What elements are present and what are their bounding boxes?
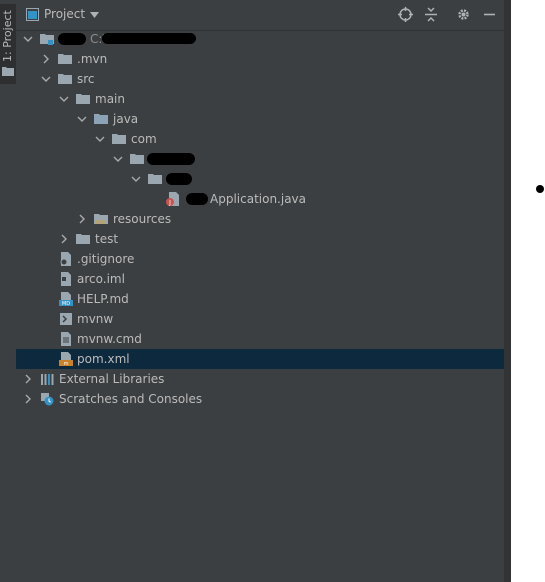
redacted-text xyxy=(166,173,192,185)
text-file-icon xyxy=(61,332,71,346)
project-view-icon xyxy=(26,8,39,21)
tree-node-mvnw[interactable]: mvnw xyxy=(16,309,504,329)
tree-node-external-libraries[interactable]: External Libraries xyxy=(16,369,504,389)
chevron-down-icon[interactable] xyxy=(76,113,88,125)
folder-icon xyxy=(2,67,14,76)
tree-label: .gitignore xyxy=(77,252,135,266)
chevron-right-icon[interactable] xyxy=(76,213,88,225)
chevron-right-icon[interactable] xyxy=(58,233,70,245)
tree-label: resources xyxy=(113,212,172,226)
tree-node-root[interactable]: C:₩...₩...₩...₩... xyxy=(16,29,504,49)
package-icon xyxy=(148,174,162,184)
tree-node-main[interactable]: main xyxy=(16,89,504,109)
svg-text:J: J xyxy=(168,200,171,207)
tree-label: java xyxy=(113,112,139,126)
resources-folder-icon xyxy=(94,214,108,224)
package-icon xyxy=(130,154,144,164)
project-tool-tab[interactable]: 1: Project xyxy=(0,4,16,84)
tree-node-help-md[interactable]: MD HELP.md xyxy=(16,289,504,309)
tree-node-package-redacted[interactable] xyxy=(16,149,504,169)
redacted-text xyxy=(102,33,196,44)
tree-label: com xyxy=(131,132,157,146)
gear-icon[interactable] xyxy=(456,7,471,22)
locate-icon[interactable] xyxy=(398,7,413,22)
project-tree: C:₩...₩...₩...₩... .mvn src main java xyxy=(16,29,504,409)
tree-label: .mvn xyxy=(77,52,108,66)
redacted-text xyxy=(186,193,208,205)
chevron-down-icon[interactable] xyxy=(22,33,34,45)
bullet-dot xyxy=(536,185,544,193)
chevron-down-icon[interactable] xyxy=(112,153,124,165)
folder-icon xyxy=(76,94,90,104)
tree-node-src[interactable]: src xyxy=(16,69,504,89)
folder-icon xyxy=(58,74,72,84)
package-icon xyxy=(112,134,126,144)
chevron-right-icon[interactable] xyxy=(22,393,34,405)
chevron-down-icon[interactable] xyxy=(40,73,52,85)
chevron-down-icon[interactable] xyxy=(94,133,106,145)
folder-icon xyxy=(58,54,72,64)
tree-node-scratches[interactable]: Scratches and Consoles xyxy=(16,389,504,409)
tree-node-iml[interactable]: arco.iml xyxy=(16,269,504,289)
tree-label: main xyxy=(95,92,125,106)
tree-label: Scratches and Consoles xyxy=(59,392,203,406)
folder-icon xyxy=(76,234,90,244)
tree-label: arco.iml xyxy=(77,272,125,286)
chevron-right-icon[interactable] xyxy=(40,53,52,65)
tree-node-pom-xml[interactable]: m pom.xml xyxy=(16,349,504,369)
tree-label: test xyxy=(95,232,119,246)
tree-node-subpackage-redacted[interactable] xyxy=(16,169,504,189)
tree-label: src xyxy=(77,72,95,86)
tree-label: mvnw.cmd xyxy=(77,332,142,346)
java-class-icon: J xyxy=(166,192,179,207)
tree-node-application-java[interactable]: J Application.java xyxy=(16,189,504,209)
gitignore-file-icon xyxy=(60,252,71,266)
redacted-text xyxy=(147,153,195,165)
scratches-icon xyxy=(41,393,54,406)
tree-label: External Libraries xyxy=(59,372,165,386)
chevron-down-icon[interactable] xyxy=(130,173,142,185)
vertical-scrollbar[interactable] xyxy=(504,0,511,582)
project-panel: Project C:₩...₩...₩...₩... .mvn src xyxy=(16,0,504,582)
svg-text:MD: MD xyxy=(62,301,70,306)
source-folder-icon xyxy=(94,114,108,124)
chevron-right-icon[interactable] xyxy=(22,373,34,385)
markdown-file-icon: MD xyxy=(59,292,73,306)
tree-label: HELP.md xyxy=(77,292,129,306)
minimize-icon[interactable] xyxy=(483,7,496,22)
shell-script-icon xyxy=(60,313,72,325)
maven-file-icon: m xyxy=(59,352,73,366)
project-tab-label: 1: Project xyxy=(1,10,14,62)
iml-file-icon xyxy=(61,272,71,286)
chevron-down-icon[interactable] xyxy=(58,93,70,105)
tree-node-test[interactable]: test xyxy=(16,229,504,249)
svg-text:m: m xyxy=(64,361,69,366)
tree-node-resources[interactable]: resources xyxy=(16,209,504,229)
tree-label: Application.java xyxy=(210,192,307,206)
tree-label: mvnw xyxy=(77,312,114,326)
tool-window-stripe: 1: Project xyxy=(0,0,17,582)
collapse-all-icon[interactable] xyxy=(424,7,438,22)
redacted-text xyxy=(58,33,86,45)
tree-label: pom.xml xyxy=(77,352,130,366)
tree-node-java[interactable]: java xyxy=(16,109,504,129)
libraries-icon xyxy=(41,374,54,385)
tree-node-com[interactable]: com xyxy=(16,129,504,149)
tree-node-mvn[interactable]: .mvn xyxy=(16,49,504,69)
project-view-selector[interactable]: Project xyxy=(44,7,86,21)
tree-node-gitignore[interactable]: .gitignore xyxy=(16,249,504,269)
project-panel-header: Project xyxy=(16,0,504,31)
module-folder-icon xyxy=(40,34,54,45)
dropdown-arrow-icon[interactable] xyxy=(90,12,99,18)
tree-node-mvnw-cmd[interactable]: mvnw.cmd xyxy=(16,329,504,349)
